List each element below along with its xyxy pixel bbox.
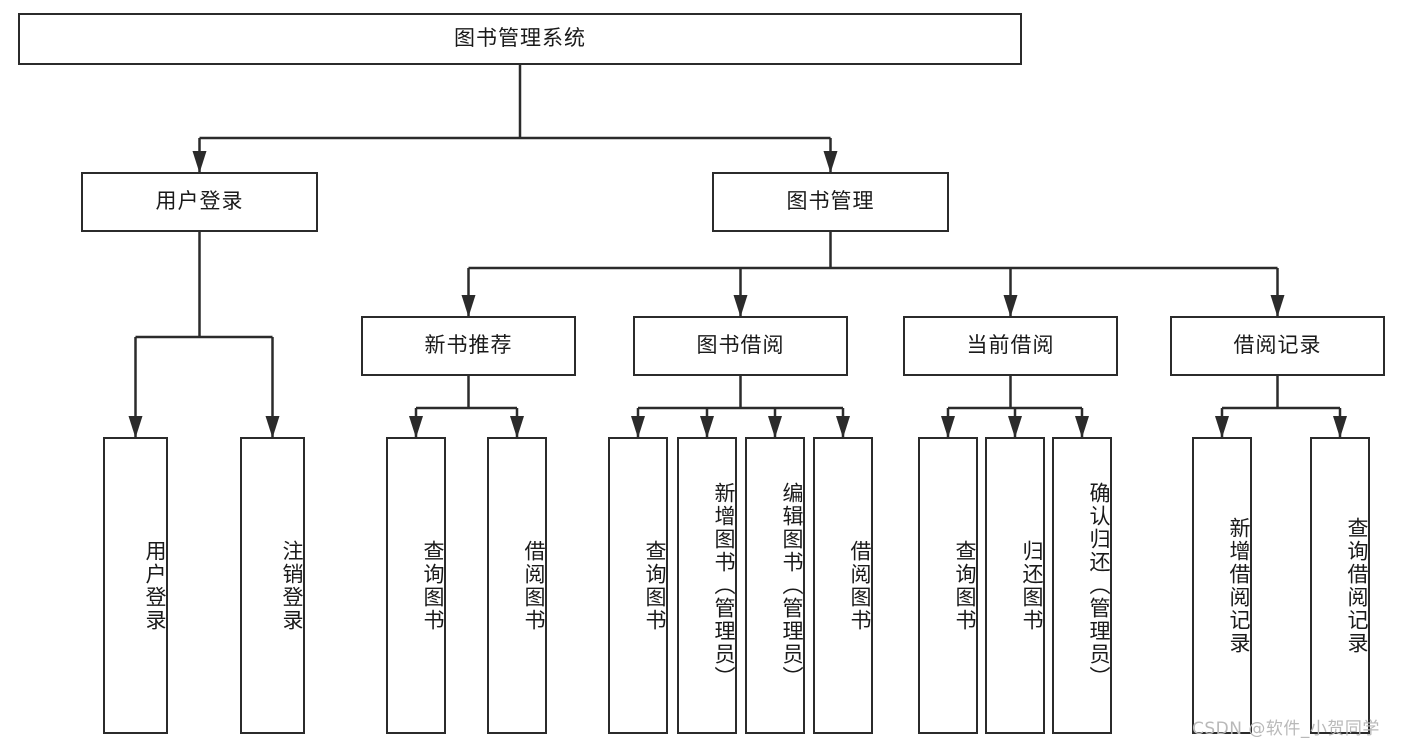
node-label: 图书管理 [786,189,875,214]
node-root[interactable]: 图书管理系统 [18,13,1022,65]
connector-arrowhead [1270,295,1285,317]
connector-arrowhead [941,416,955,438]
connector-arrowhead [461,295,476,317]
node-records[interactable]: 借阅记录 [1170,316,1385,376]
node-label: 注销登录 [280,539,304,632]
node-l-addrec[interactable]: 新增借阅记录 [1192,437,1252,734]
node-l-confirm[interactable]: 确认归还（管理员） [1052,437,1112,734]
connector-arrowhead [631,416,645,438]
node-l-logout[interactable]: 注销登录 [240,437,305,734]
node-label: 查询图书 [643,539,667,632]
node-l-queryrec[interactable]: 查询借阅记录 [1310,437,1370,734]
node-l-return[interactable]: 归还图书 [985,437,1045,734]
node-borrow[interactable]: 图书借阅 [633,316,848,376]
node-label: 查询借阅记录 [1345,516,1369,655]
node-newbook[interactable]: 新书推荐 [361,316,576,376]
connector-arrowhead [510,416,524,438]
node-label: 当前借阅 [966,333,1055,358]
connector-arrowhead [1215,416,1229,438]
connector-arrowhead [768,416,782,438]
node-l-borrow1[interactable]: 借阅图书 [487,437,547,734]
node-label: 确认归还（管理员） [1087,482,1111,689]
connector-arrowhead [265,416,280,438]
node-l-borrow2[interactable]: 借阅图书 [813,437,873,734]
connector-arrowhead [1008,416,1022,438]
connector-arrowhead [192,151,207,173]
node-label: 借阅记录 [1233,333,1322,358]
node-label: 借阅图书 [848,539,872,632]
node-login[interactable]: 用户登录 [81,172,318,232]
node-label: 编辑图书（管理员） [780,482,804,689]
node-label: 归还图书 [1020,539,1044,632]
node-label: 新增借阅记录 [1227,516,1251,655]
node-label: 新书推荐 [424,333,513,358]
connector-arrowhead [409,416,423,438]
connector-arrowhead [1333,416,1347,438]
node-bookmgmt[interactable]: 图书管理 [712,172,949,232]
node-label: 借阅图书 [522,539,546,632]
node-label: 新增图书（管理员） [712,482,736,689]
node-l-query2[interactable]: 查询图书 [608,437,668,734]
node-l-add[interactable]: 新增图书（管理员） [677,437,737,734]
node-l-login[interactable]: 用户登录 [103,437,168,734]
node-l-query1[interactable]: 查询图书 [386,437,446,734]
node-l-query3[interactable]: 查询图书 [918,437,978,734]
node-label: 查询图书 [421,539,445,632]
connector-arrowhead [128,416,143,438]
node-current[interactable]: 当前借阅 [903,316,1118,376]
node-label: 用户登录 [155,189,244,214]
node-label: 查询图书 [953,539,977,632]
connector-arrowhead [836,416,850,438]
node-label: 图书管理系统 [454,26,586,51]
connector-arrowhead [733,295,748,317]
node-label: 图书借阅 [696,333,785,358]
node-l-edit[interactable]: 编辑图书（管理员） [745,437,805,734]
connector-arrowhead [700,416,714,438]
connector-arrowhead [1003,295,1018,317]
connector-arrowhead [823,151,838,173]
node-label: 用户登录 [143,539,167,632]
connector-arrowhead [1075,416,1089,438]
